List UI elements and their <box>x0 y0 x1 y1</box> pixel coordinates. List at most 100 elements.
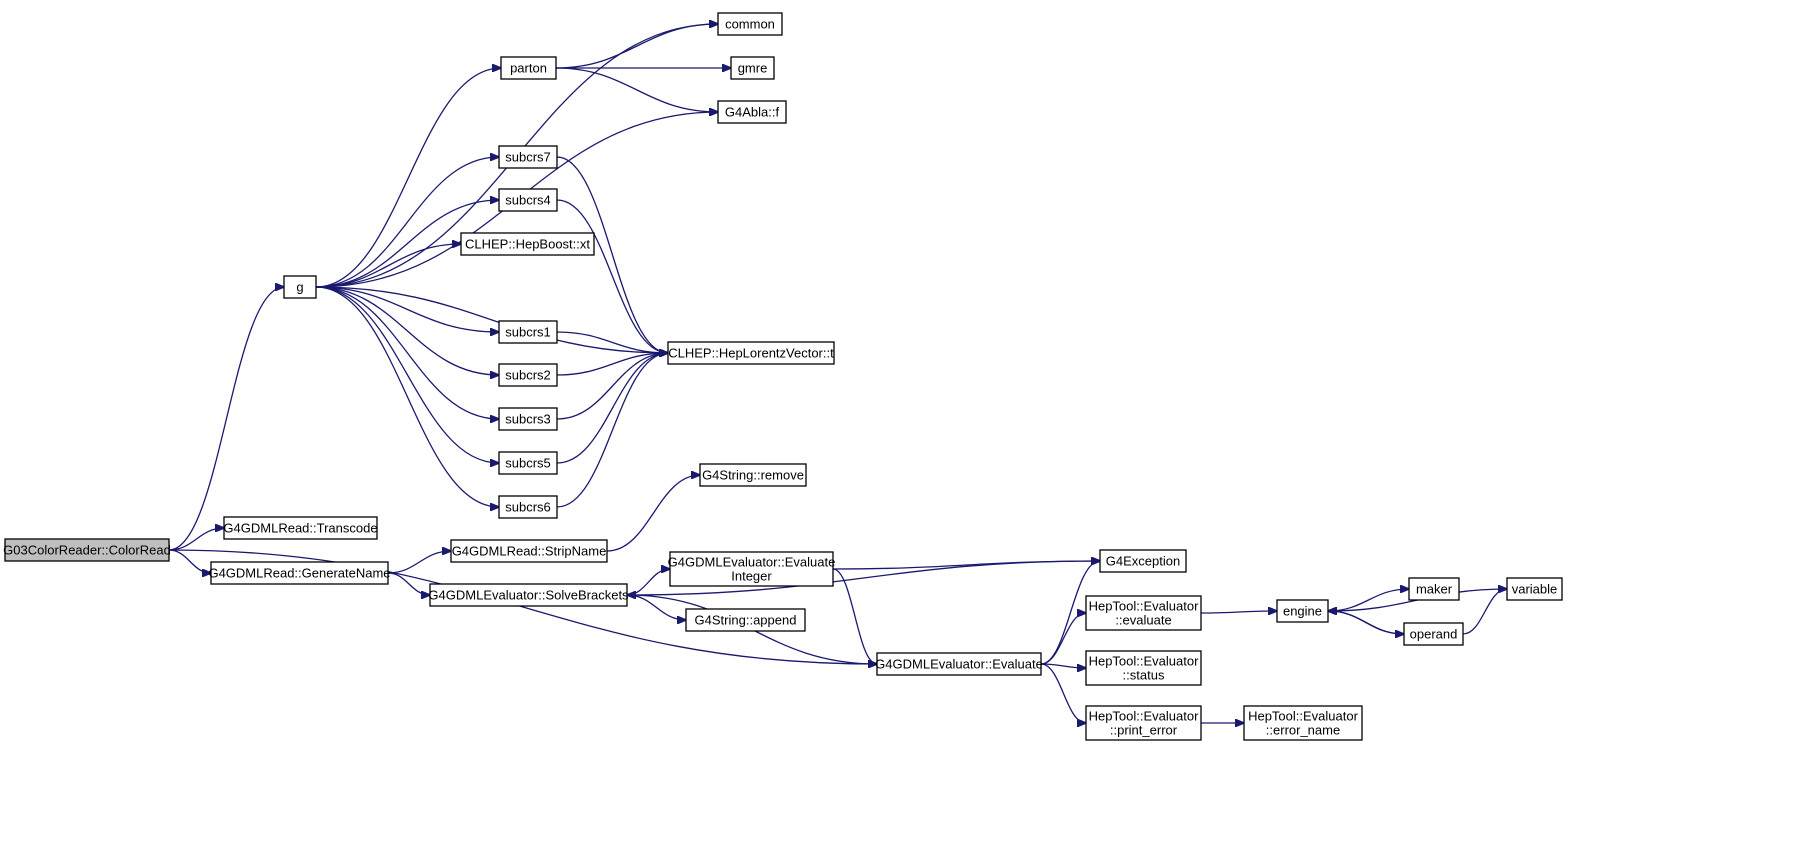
node-box[interactable] <box>1099 549 1187 573</box>
node-label: subcrs7 <box>505 150 551 165</box>
node-maker[interactable]: maker <box>1408 577 1460 601</box>
node-g4append[interactable]: G4String::append <box>685 608 806 632</box>
node-box[interactable] <box>498 407 558 431</box>
node-label: variable <box>1512 582 1558 597</box>
node-box[interactable] <box>669 551 834 587</box>
edge-subcrs6-to-lorentz <box>556 353 668 508</box>
node-solvebrackets[interactable]: G4GDMLEvaluator::SolveBrackets <box>428 583 629 607</box>
node-subcrs2[interactable]: subcrs2 <box>498 363 558 387</box>
node-g4remove[interactable]: G4String::remove <box>699 463 807 487</box>
edge-evalint-to-g4exception <box>832 561 1100 570</box>
node-box[interactable] <box>450 539 608 563</box>
node-abla[interactable]: G4Abla::f <box>717 100 787 124</box>
node-label: ::print_error <box>1110 723 1178 738</box>
edge-solvebrackets-to-evalint <box>626 569 670 596</box>
node-box[interactable] <box>1506 577 1563 601</box>
node-box[interactable] <box>1276 599 1329 623</box>
node-label: subcrs3 <box>505 412 551 427</box>
node-box[interactable] <box>498 495 558 519</box>
node-heperrname[interactable]: HepTool::Evaluator::error_name <box>1243 705 1363 741</box>
node-hepstatus[interactable]: HepTool::Evaluator::status <box>1085 650 1202 686</box>
node-box[interactable] <box>498 188 558 212</box>
node-box[interactable] <box>717 12 783 36</box>
node-label: G4String::remove <box>702 468 804 483</box>
node-subcrs4[interactable]: subcrs4 <box>498 188 558 212</box>
node-label: operand <box>1410 627 1458 642</box>
edge-g-to-subcrs2 <box>315 286 499 375</box>
node-box[interactable] <box>283 275 317 299</box>
node-gmre[interactable]: gmre <box>730 56 775 80</box>
edge-subcrs1-to-lorentz <box>556 331 668 353</box>
node-box[interactable] <box>1085 705 1202 741</box>
node-label: G4GDMLEvaluator::Evaluate <box>668 555 836 570</box>
node-subcrs1[interactable]: subcrs1 <box>498 320 558 344</box>
node-operand[interactable]: operand <box>1403 622 1464 646</box>
node-label: CLHEP::HepBoost::xt <box>465 237 590 252</box>
edge-operand-to-engine <box>1328 611 1405 635</box>
node-box[interactable] <box>498 363 558 387</box>
edge-generatename-to-stripname <box>387 551 451 574</box>
node-common[interactable]: common <box>717 12 783 36</box>
edge-colorread-to-g <box>168 287 284 551</box>
node-variable[interactable]: variable <box>1506 577 1563 601</box>
node-box[interactable] <box>730 56 775 80</box>
node-box[interactable] <box>4 538 170 562</box>
node-stripname[interactable]: G4GDMLRead::StripName <box>450 539 608 563</box>
node-subcrs6[interactable]: subcrs6 <box>498 495 558 519</box>
node-box[interactable] <box>429 583 628 607</box>
node-subcrs7[interactable]: subcrs7 <box>498 145 558 169</box>
edge-colorread-to-transcode <box>168 528 224 551</box>
node-box[interactable] <box>460 232 595 256</box>
node-g[interactable]: g <box>283 275 317 299</box>
node-hepprint[interactable]: HepTool::Evaluator::print_error <box>1085 705 1202 741</box>
node-subcrs5[interactable]: subcrs5 <box>498 451 558 475</box>
node-box[interactable] <box>699 463 807 487</box>
node-box[interactable] <box>685 608 806 632</box>
node-hepboost[interactable]: CLHEP::HepBoost::xt <box>460 232 595 256</box>
node-box[interactable] <box>498 320 558 344</box>
edge-colorread-to-generatename <box>168 549 211 573</box>
node-box[interactable] <box>1085 595 1202 631</box>
node-box[interactable] <box>1243 705 1363 741</box>
node-engine[interactable]: engine <box>1276 599 1329 623</box>
node-label: ::error_name <box>1266 723 1340 738</box>
node-box[interactable] <box>1408 577 1460 601</box>
node-transcode[interactable]: G4GDMLRead::Transcode <box>223 516 378 540</box>
node-lorentz[interactable]: CLHEP::HepLorentzVector::t <box>667 341 835 365</box>
edge-colorread-to-gdmleval <box>168 549 877 664</box>
node-box[interactable] <box>500 56 557 80</box>
node-label: G4Abla::f <box>725 105 780 120</box>
node-box[interactable] <box>717 100 787 124</box>
node-label: G4GDMLRead::GenerateName <box>208 566 390 581</box>
edge-g-to-subcrs3 <box>315 286 499 419</box>
node-label: G4GDMLRead::StripName <box>452 544 607 559</box>
node-label: gmre <box>738 61 768 76</box>
node-generatename[interactable]: G4GDMLRead::GenerateName <box>208 561 391 585</box>
node-parton[interactable]: parton <box>500 56 557 80</box>
node-label: G4Exception <box>1106 554 1180 569</box>
node-label: HepTool::Evaluator <box>1089 599 1200 614</box>
edge-parton-to-abla <box>555 67 718 112</box>
node-subcrs3[interactable]: subcrs3 <box>498 407 558 431</box>
node-box[interactable] <box>498 145 558 169</box>
node-box[interactable] <box>876 652 1042 676</box>
edge-engine-to-maker <box>1327 589 1409 612</box>
edge-g-to-parton <box>315 68 501 288</box>
node-gdmleval[interactable]: G4GDMLEvaluator::Evaluate <box>875 652 1043 676</box>
node-box[interactable] <box>210 561 389 585</box>
node-hepeval[interactable]: HepTool::Evaluator::evaluate <box>1085 595 1202 631</box>
node-box[interactable] <box>667 341 835 365</box>
node-box[interactable] <box>498 451 558 475</box>
node-g4exception[interactable]: G4Exception <box>1099 549 1187 573</box>
node-box[interactable] <box>1403 622 1464 646</box>
node-label: G4GDMLEvaluator::SolveBrackets <box>428 588 629 603</box>
node-label: subcrs6 <box>505 500 551 515</box>
node-label: parton <box>510 61 547 76</box>
edge-gdmleval-to-hepprint <box>1040 663 1086 723</box>
node-box[interactable] <box>223 516 378 540</box>
node-colorread[interactable]: G03ColorReader::ColorRead <box>3 538 171 562</box>
node-box[interactable] <box>1085 650 1202 686</box>
node-label: G03ColorReader::ColorRead <box>3 543 171 558</box>
